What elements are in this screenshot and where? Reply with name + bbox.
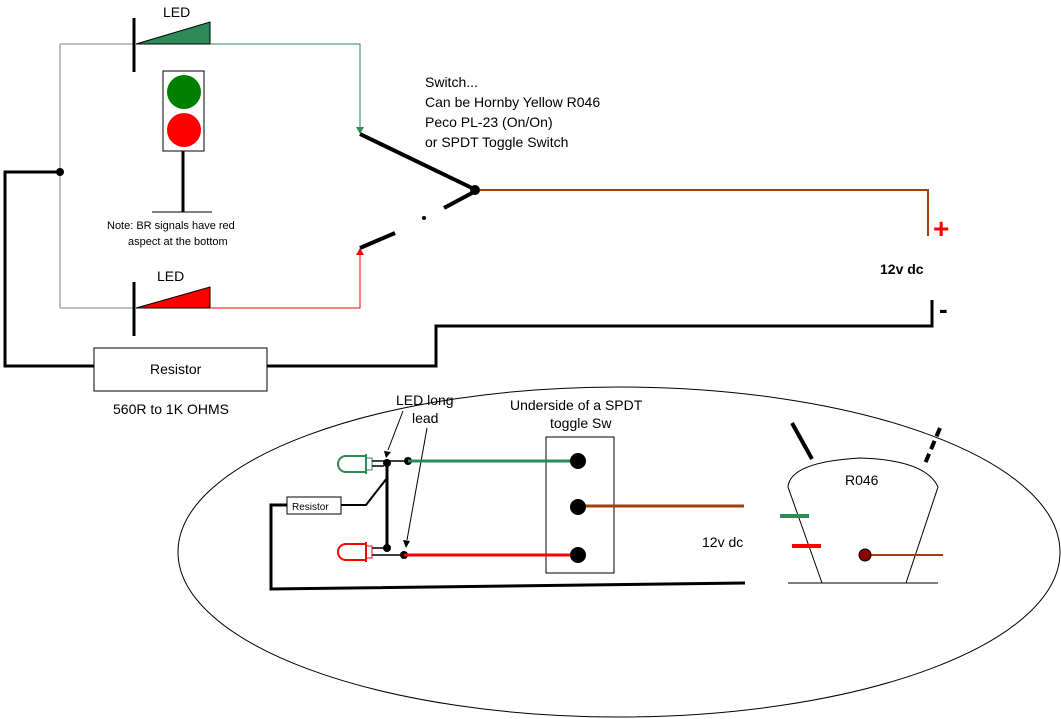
resistor-value: 560R to 1K OHMS: [113, 401, 229, 417]
lead-arrow-lower: [406, 427, 428, 541]
switch-pivot: [470, 185, 480, 195]
toggle-terminal-middle: [570, 499, 586, 515]
lead-arrow-lower-head: [403, 540, 410, 548]
r046-lever: [790, 422, 814, 460]
r046-switch: [780, 422, 943, 584]
led-bottom: [132, 282, 211, 336]
lead-arrow-upper: [387, 410, 404, 451]
signal-green-aspect: [167, 75, 201, 109]
signal-note-line1: Note: BR signals have red: [107, 220, 235, 232]
inset-return-wire: [269, 503, 746, 591]
led-top: [132, 18, 211, 72]
switch-note-line4: or SPDT Toggle Switch: [425, 134, 568, 150]
red-wire: [210, 254, 361, 309]
resistor-box: [93, 347, 268, 392]
signal-red-aspect: [167, 113, 201, 147]
switch-note-line2: Can be Hornby Yellow R046: [425, 94, 600, 110]
r046-terminal: [858, 548, 872, 562]
inset-resistor-label: Resistor: [292, 502, 329, 513]
inset-to-resistor-wire: [341, 477, 388, 506]
toggle-terminal-top: [570, 453, 586, 469]
toggle-title-line1: Underside of a SPDT: [510, 397, 643, 413]
minus-sign: -: [939, 294, 948, 324]
switch-note-line3: Peco PL-23 (On/On): [425, 114, 553, 130]
led-bottom-label: LED: [157, 268, 184, 284]
green-wire-arrowhead: [356, 127, 364, 134]
supply-label: 12v dc: [880, 261, 924, 277]
led-top-body: [135, 21, 211, 45]
signal-note-line2: aspect at the bottom: [128, 236, 228, 248]
led-top-label: LED: [163, 4, 190, 20]
inset-ellipse: [177, 386, 1061, 718]
r046-body: [787, 457, 939, 584]
led-bottom-body: [135, 286, 211, 309]
return-wire: [3, 170, 934, 368]
brown-supply-wire: [480, 189, 929, 236]
lead-arrow-upper-head: [384, 451, 391, 458]
switch-dash-dot: [422, 216, 426, 220]
led-long-lead-line2: lead: [412, 410, 438, 426]
switch-symbol: [359, 132, 480, 250]
inset-led-green: [337, 454, 408, 474]
switch-arm-stub: [443, 191, 473, 210]
inset-supply-label: 12v dc: [702, 534, 743, 550]
toggle-title-line2: toggle Sw: [550, 415, 612, 431]
inset-junction-lower: [383, 544, 391, 552]
switch-note-line1: Switch...: [425, 74, 478, 90]
r046-label: R046: [845, 472, 879, 488]
switch-upper-contact: [359, 132, 473, 190]
resistor-label: Resistor: [150, 361, 202, 377]
led-long-lead-line1: LED long: [396, 392, 454, 408]
inset-junction-upper: [383, 459, 391, 467]
inset-led-red: [337, 542, 404, 562]
red-wire-arrowhead: [356, 248, 364, 255]
toggle-terminal-bottom: [570, 547, 586, 563]
signal-head: [152, 70, 212, 213]
inset-resistor-box: [286, 496, 342, 515]
green-wire: [210, 43, 361, 128]
switch-lower-contact: [359, 231, 396, 250]
plus-sign: +: [933, 213, 949, 244]
r046-lever-alt: [922, 427, 942, 467]
